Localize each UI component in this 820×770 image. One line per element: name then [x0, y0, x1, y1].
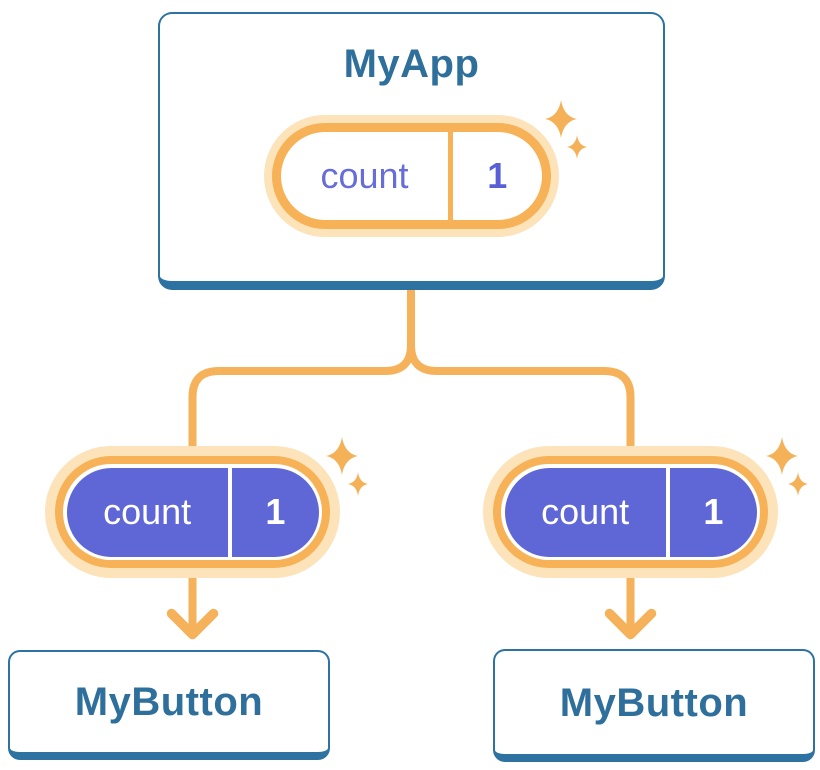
pill-divider [665, 467, 671, 557]
state-pill-right-child: count 1 [483, 446, 778, 578]
pill-body: count 1 [281, 132, 542, 220]
component-node-mybutton-right: MyButton [493, 649, 815, 762]
node-title: MyButton [559, 680, 749, 725]
pill-divider [448, 132, 453, 220]
arrowhead-down-left-icon [166, 608, 219, 640]
state-name: count [541, 491, 630, 532]
sparkle-icon [326, 437, 368, 496]
pill-divider [227, 467, 233, 557]
state-value: 1 [265, 491, 286, 532]
pill-white-ring: count 1 [63, 464, 322, 560]
state-value: 1 [703, 491, 724, 532]
fork-branch-left [188, 284, 415, 454]
node-title: MyButton [74, 680, 264, 724]
state-pill-root: count 1 [264, 115, 559, 237]
component-node-myapp: MyApp [158, 12, 665, 290]
component-node-mybutton-left: MyButton [8, 650, 330, 760]
node-title: MyApp [343, 42, 480, 86]
pill-gold-ring: count 1 [55, 456, 330, 568]
sparkle-icon [766, 437, 808, 496]
state-pill-left-child: count 1 [45, 446, 340, 578]
state-name: count [103, 491, 192, 532]
state-value: 1 [487, 155, 508, 196]
state-name: count [320, 155, 409, 196]
pill-body: count 1 [66, 467, 319, 557]
sparkle-icon [545, 100, 587, 159]
pill-white-ring: count 1 [501, 464, 760, 560]
fork-branch-right [407, 284, 635, 454]
pill-gold-ring: count 1 [272, 123, 551, 229]
arrowhead-down-right-icon [604, 608, 657, 640]
pill-body: count 1 [504, 467, 757, 557]
pill-gold-ring: count 1 [493, 456, 768, 568]
